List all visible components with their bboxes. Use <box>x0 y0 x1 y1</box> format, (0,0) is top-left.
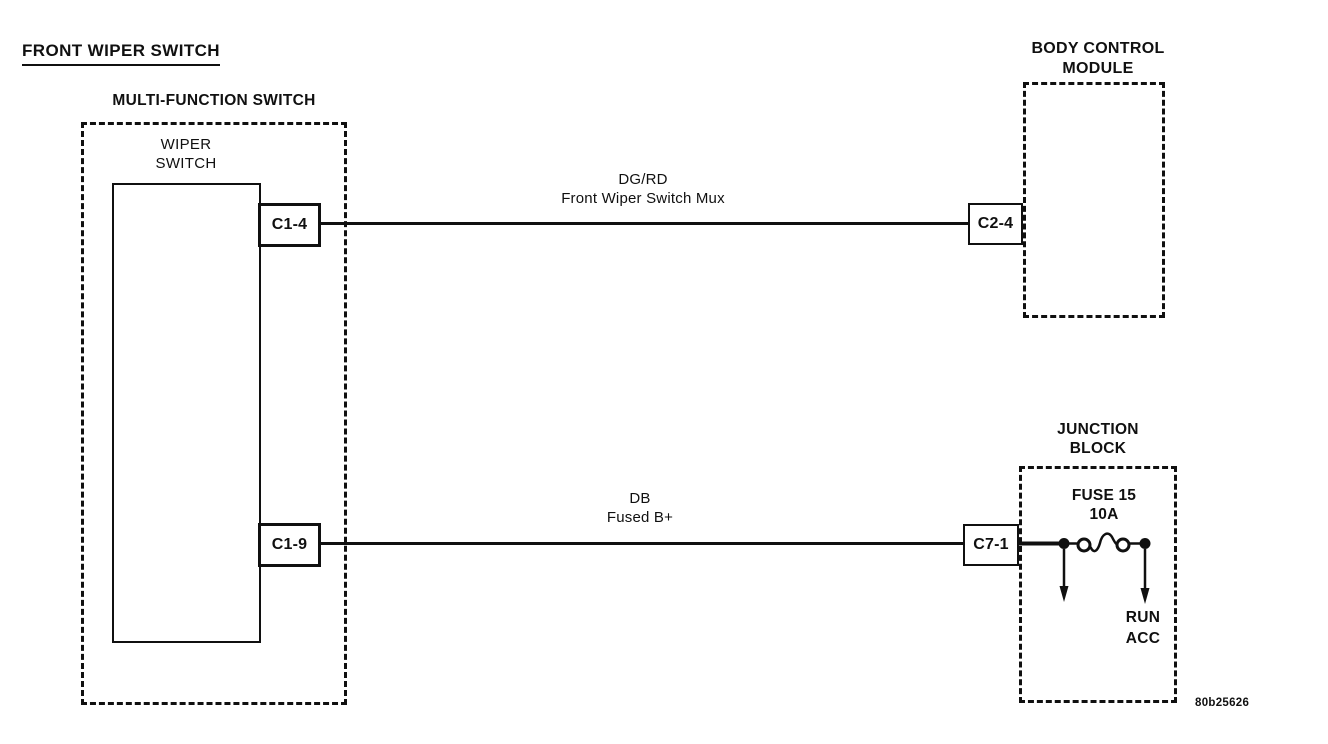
fuse-rating: 10A <box>1089 506 1119 523</box>
junction-block-label-line2: BLOCK <box>1069 440 1127 457</box>
connector-pin-c7-1: C7-1 <box>963 524 1019 566</box>
connector-pin-c1-4: C1-4 <box>258 203 321 247</box>
run-acc-label: RUN ACC <box>1112 607 1174 649</box>
bcm-label-line1: BODY CONTROL <box>1031 40 1165 57</box>
fuse-element <box>1089 532 1119 553</box>
fuse-terminal-right <box>1115 537 1131 553</box>
figure-id: 80b25626 <box>1195 697 1250 709</box>
wire1-label: DG/RD Front Wiper Switch Mux <box>493 170 793 208</box>
fuse-symbol <box>1017 532 1151 604</box>
body-control-module-label: BODY CONTROL MODULE <box>1018 39 1178 79</box>
feed-arrow-left-head <box>1059 586 1069 602</box>
fuse-terminal-left <box>1076 537 1092 553</box>
page-title: FRONT WIPER SWITCH <box>22 41 220 66</box>
junction-block-boundary <box>1019 466 1177 703</box>
junction-dot-right <box>1139 538 1151 549</box>
bcm-label-line2: MODULE <box>1062 60 1134 77</box>
wiper-switch-label: WIPER SWITCH <box>112 135 260 173</box>
wire-fused-b-plus <box>316 542 963 545</box>
run-label: RUN <box>1125 609 1161 626</box>
body-control-module-boundary <box>1023 82 1165 318</box>
fuse-label: FUSE 15 10A <box>1044 486 1164 524</box>
wire2-label: DB Fused B+ <box>490 489 790 527</box>
feed-arrow-right-head <box>1140 588 1150 604</box>
junction-block-label-line1: JUNCTION <box>1057 421 1139 438</box>
fuse-name: FUSE 15 <box>1071 487 1137 504</box>
acc-label: ACC <box>1125 630 1161 647</box>
wire2-circuit-name: Fused B+ <box>606 509 674 526</box>
connector-pin-c1-9: C1-9 <box>258 523 321 567</box>
junction-dot-left <box>1058 538 1070 549</box>
multi-function-switch-label: MULTI-FUNCTION SWITCH <box>112 92 316 109</box>
wiper-switch-label-line1: WIPER <box>160 136 212 153</box>
junction-block-label: JUNCTION BLOCK <box>1019 420 1177 458</box>
wiper-switch-box <box>112 183 261 643</box>
multi-function-switch-boundary <box>81 122 347 705</box>
connector-pin-c2-4: C2-4 <box>968 203 1023 245</box>
wire1-circuit-name: Front Wiper Switch Mux <box>561 190 725 207</box>
wire1-color-code: DG/RD <box>618 171 668 188</box>
wire-front-wiper-switch-mux <box>316 222 968 225</box>
wire2-color-code: DB <box>629 490 651 507</box>
wiper-switch-label-line2: SWITCH <box>155 155 217 172</box>
